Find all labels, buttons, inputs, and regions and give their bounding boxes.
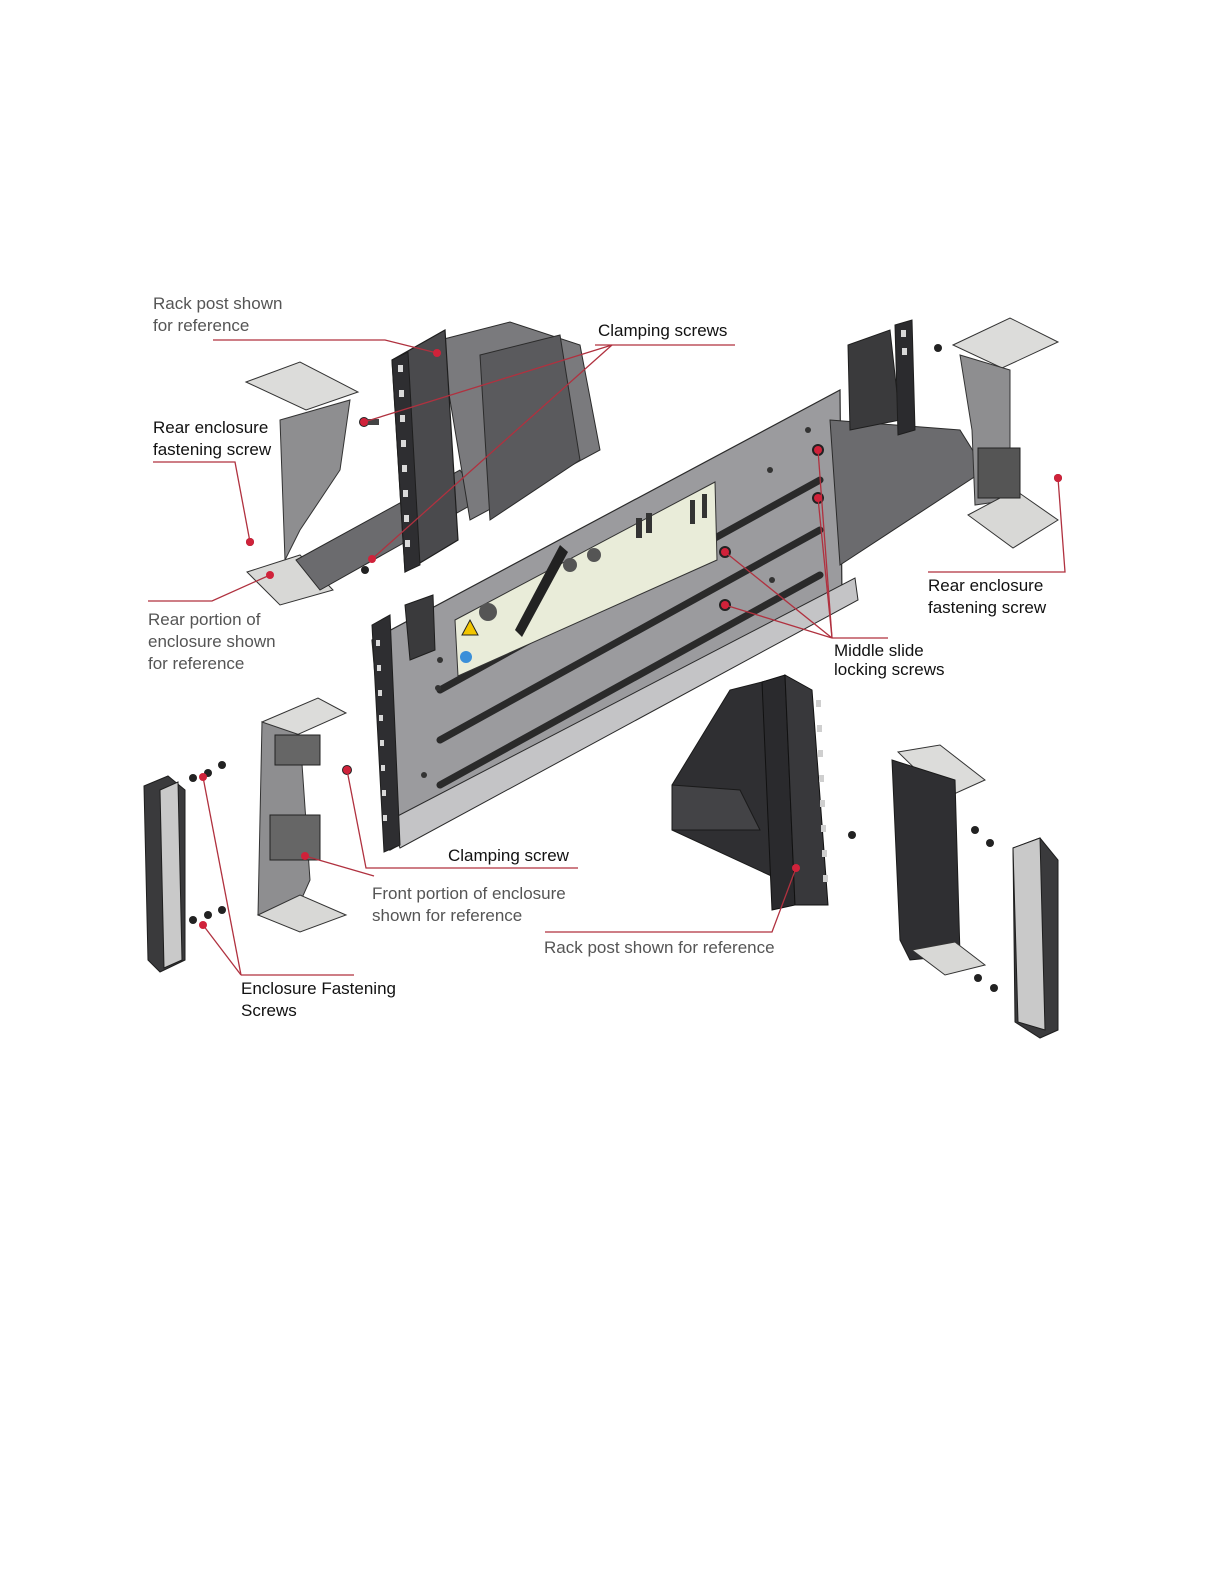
label-rack-post-bottom: Rack post shown for reference [544,937,775,959]
label-line: Clamping screw [448,846,569,865]
front-right-enclosure-sheet [891,759,961,961]
label-line: Enclosure Fastening [241,979,396,998]
label-line: Screws [241,1001,297,1020]
label-line: shown for reference [372,906,523,925]
label-line: Rear portion of [148,610,261,629]
label-graphics [479,494,707,637]
label-line: for reference [153,316,250,335]
label-clamping-screws: Clamping screws [598,320,727,342]
rear-right-latch [977,447,1021,499]
callout-lines [148,339,1066,976]
callout-dots [199,349,1062,929]
rack-post-bottom-holes [816,700,828,882]
label-line: fastening screw [928,598,1047,617]
label-line: Rack post shown for reference [544,938,775,957]
rail-front-holes [376,640,387,821]
label-rear-fastening-left: Rear enclosure fastening screw [153,417,271,461]
label-line: Rack post shown [153,294,283,313]
front-enclosure-latch-upper [274,734,321,766]
label-line: Rear enclosure [928,576,1044,595]
info-icon [460,651,472,663]
rear-right-arm [829,419,986,566]
label-front-portion: Front portion of enclosure shown for ref… [372,883,566,927]
label-line: for reference [148,654,245,673]
label-line: Clamping screws [598,321,728,340]
warning-icon [461,618,479,636]
label-enclosure-fastening: Enclosure Fastening Screws [241,978,396,1022]
rear-right-post-body [847,329,901,431]
rack-post-top-face [391,351,421,573]
front-enclosure-latch-lower [269,814,321,861]
label-clamping-screw: Clamping screw [448,845,569,867]
rear-right-post [894,319,916,436]
front-left-assembly [143,697,352,973]
label-line: Middle slide [834,641,924,660]
main-slide-rail [371,389,859,853]
rail-front-ear [404,594,436,661]
rear-enclosure-sheet [279,399,351,561]
screw-icon [848,826,998,992]
rear-right-enclosure-top [951,317,1060,369]
label-rack-post-top: Rack post shown for reference [153,293,282,337]
front-right-enclosure-bottom [910,941,987,976]
rear-enclosure-top-plate [244,361,360,411]
rear-right-post-holes [901,330,907,355]
label-rear-fastening-right: Rear enclosure fastening screw [928,575,1046,619]
label-line: locking screws [834,660,945,679]
label-line: fastening screw [153,440,272,459]
label-line: enclosure shown [148,632,276,651]
front-right-assembly [671,674,1059,1039]
rear-right-bracket [829,317,1062,566]
front-bezel-ear-right-face [1012,837,1046,1031]
rack-post-bottom-face [784,674,829,906]
label-line: Rear enclosure [153,418,269,437]
rail-front-post [371,614,401,853]
front-right-bracket-side [671,784,761,831]
label-middle-slide: Middle slide locking screws [834,641,945,679]
rack-post-top-holes [398,365,410,547]
front-bezel-ear-left-face [159,781,183,969]
label-rear-portion: Rear portion of enclosure shown for refe… [148,609,276,675]
label-line: Front portion of enclosure [372,884,566,903]
rail-holes [421,427,811,778]
rear-slide-plate [479,334,581,521]
front-enclosure-bottom-plate [256,894,348,933]
